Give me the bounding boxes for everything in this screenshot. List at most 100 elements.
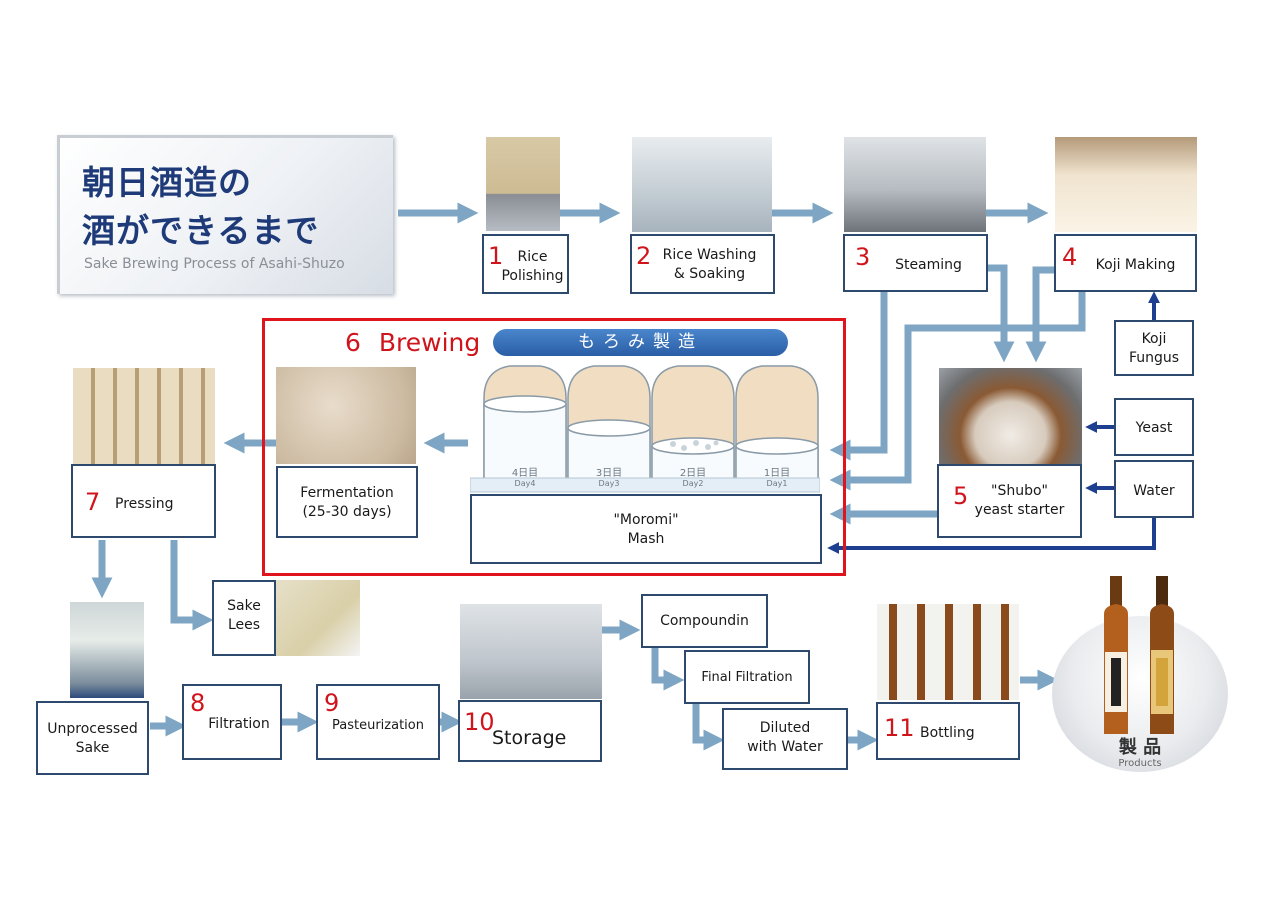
step-6-label: Brewing — [378, 328, 481, 357]
step-3-label: Steaming — [895, 257, 962, 273]
products-bottles — [1104, 576, 1174, 734]
moromi-tanks — [470, 365, 820, 493]
step-4-number: 4 — [1062, 243, 1078, 271]
step-7-pressing: 7 Pressing — [71, 464, 216, 538]
shubo-photo — [939, 368, 1082, 464]
fermentation-label: Fermentation (25-30 days) — [300, 485, 394, 520]
tank-day4-jp: 4日目 — [511, 468, 539, 479]
sake-lees-box: Sake Lees — [212, 580, 276, 656]
step-9-number: 9 — [324, 689, 340, 717]
water-box: Water — [1114, 460, 1194, 518]
step-4-koji-making: 4 Koji Making — [1054, 234, 1197, 292]
tank-day2 — [651, 365, 735, 481]
step-1-number: 1 — [488, 242, 504, 270]
step-6-number: 6 — [345, 328, 361, 357]
step-8-label: Filtration — [208, 716, 270, 732]
title-line-2: 酒ができるまで — [82, 211, 320, 250]
step-4-label: Koji Making — [1095, 257, 1176, 273]
step-11-bottling: 11 Bottling — [876, 702, 1020, 760]
step-5-label: "Shubo" yeast starter — [974, 483, 1065, 518]
arrow-water-to-moromi — [827, 516, 1156, 554]
tank-day2-label: 2日目 Day2 — [652, 464, 734, 488]
tank-day3-jp: 3日目 — [595, 468, 623, 479]
compounding-label: Compoundin — [660, 613, 749, 629]
products-circle — [1052, 616, 1228, 772]
diluted-water-label: Diluted with Water — [747, 720, 823, 755]
steaming-photo — [844, 137, 986, 232]
title-panel: 朝日酒造の 酒ができるまで Sake Brewing Process of As… — [57, 135, 393, 294]
tank-day3 — [567, 365, 651, 481]
tank-day1-en: Day1 — [766, 479, 788, 488]
moromi-mash-label: "Moromi" Mash — [613, 512, 679, 547]
sake-lees-photo — [276, 580, 360, 656]
step-10-storage: 10 Storage — [458, 700, 602, 762]
rice-polishing-photo — [486, 137, 560, 231]
arrow-final-to-diluted — [692, 704, 725, 751]
bottle-kubota-icon — [1104, 576, 1128, 734]
unprocessed-sake-label: Unprocessed Sake — [47, 721, 138, 756]
tank-day4-label: 4日目 Day4 — [484, 464, 566, 488]
arrow-compounding-to-final — [651, 648, 685, 691]
pressing-photo — [73, 368, 215, 464]
step-2-label: Rice Washing & Soaking — [662, 247, 757, 282]
fermentation-photo — [276, 367, 416, 464]
title-subtitle: Sake Brewing Process of Asahi-Shuzo — [84, 256, 345, 272]
tank-day4 — [483, 365, 567, 481]
step-10-label: Storage — [492, 727, 567, 749]
moromi-mash-box: "Moromi" Mash — [470, 494, 822, 564]
water-label: Water — [1133, 483, 1175, 499]
tank-day1 — [735, 365, 819, 481]
products-label-jp: 製 品 — [1118, 737, 1162, 758]
step-7-label: Pressing — [115, 496, 174, 512]
step-3-number: 3 — [855, 243, 871, 271]
storage-photo — [460, 604, 602, 699]
arrow-3-to-moromi — [829, 292, 888, 461]
tank-day1-label: 1日目 Day1 — [736, 464, 818, 488]
step-11-number: 11 — [884, 714, 915, 742]
products-label: 製 品 Products — [1100, 738, 1180, 770]
moromi-banner: もろみ製造 — [493, 329, 788, 356]
final-filtration-label: Final Filtration — [701, 670, 793, 685]
compounding-box: Compoundin — [641, 594, 768, 648]
yeast-box: Yeast — [1114, 398, 1194, 456]
arrow-4-to-moromi — [829, 292, 1086, 491]
koji-fungus-label: Koji Fungus — [1128, 331, 1180, 366]
yeast-label: Yeast — [1135, 420, 1173, 436]
bottle-second-icon — [1150, 576, 1174, 734]
unprocessed-sake-box: Unprocessed Sake — [36, 701, 149, 775]
step-7-number: 7 — [85, 488, 101, 516]
step-1-rice-polishing: 1 Rice Polishing — [482, 234, 569, 294]
step-1-label: Rice Polishing — [501, 249, 564, 284]
arrow-7-to-lees — [170, 540, 214, 631]
title-line-1: 朝日酒造の — [82, 163, 252, 202]
step-8-number: 8 — [190, 689, 206, 717]
step-5-number: 5 — [953, 482, 969, 510]
sake-lees-label: Sake Lees — [227, 598, 261, 633]
step-5-shubo: 5 "Shubo" yeast starter — [937, 464, 1082, 538]
step-11-label: Bottling — [920, 725, 975, 741]
tank-day2-en: Day2 — [682, 479, 704, 488]
tank-day2-jp: 2日目 — [679, 468, 707, 479]
moromi-banner-label: もろみ製造 — [578, 332, 703, 352]
step-9-label: Pasteurization — [332, 718, 424, 733]
step-6-heading: 6 Brewing — [345, 328, 480, 357]
tank-day3-label: 3日目 Day3 — [568, 464, 650, 488]
tank-day4-en: Day4 — [514, 479, 536, 488]
rice-washing-photo — [632, 137, 772, 232]
tank-day3-en: Day3 — [598, 479, 620, 488]
koji-fungus-box: Koji Fungus — [1114, 320, 1194, 376]
unprocessed-sake-photo — [70, 602, 144, 698]
step-8-filtration: 8 Filtration — [182, 684, 282, 760]
step-9-pasteurization: 9 Pasteurization — [316, 684, 440, 760]
bottling-photo — [877, 604, 1019, 700]
tank-day1-jp: 1日目 — [763, 468, 791, 479]
final-filtration-box: Final Filtration — [684, 650, 810, 704]
arrow-3-to-5 — [988, 264, 1015, 363]
fermentation-box: Fermentation (25-30 days) — [276, 466, 418, 538]
step-2-number: 2 — [636, 242, 652, 270]
brewing-frame — [262, 318, 846, 576]
step-2-rice-washing: 2 Rice Washing & Soaking — [630, 234, 775, 294]
products-label-en: Products — [1118, 758, 1162, 769]
koji-making-photo — [1055, 137, 1197, 232]
